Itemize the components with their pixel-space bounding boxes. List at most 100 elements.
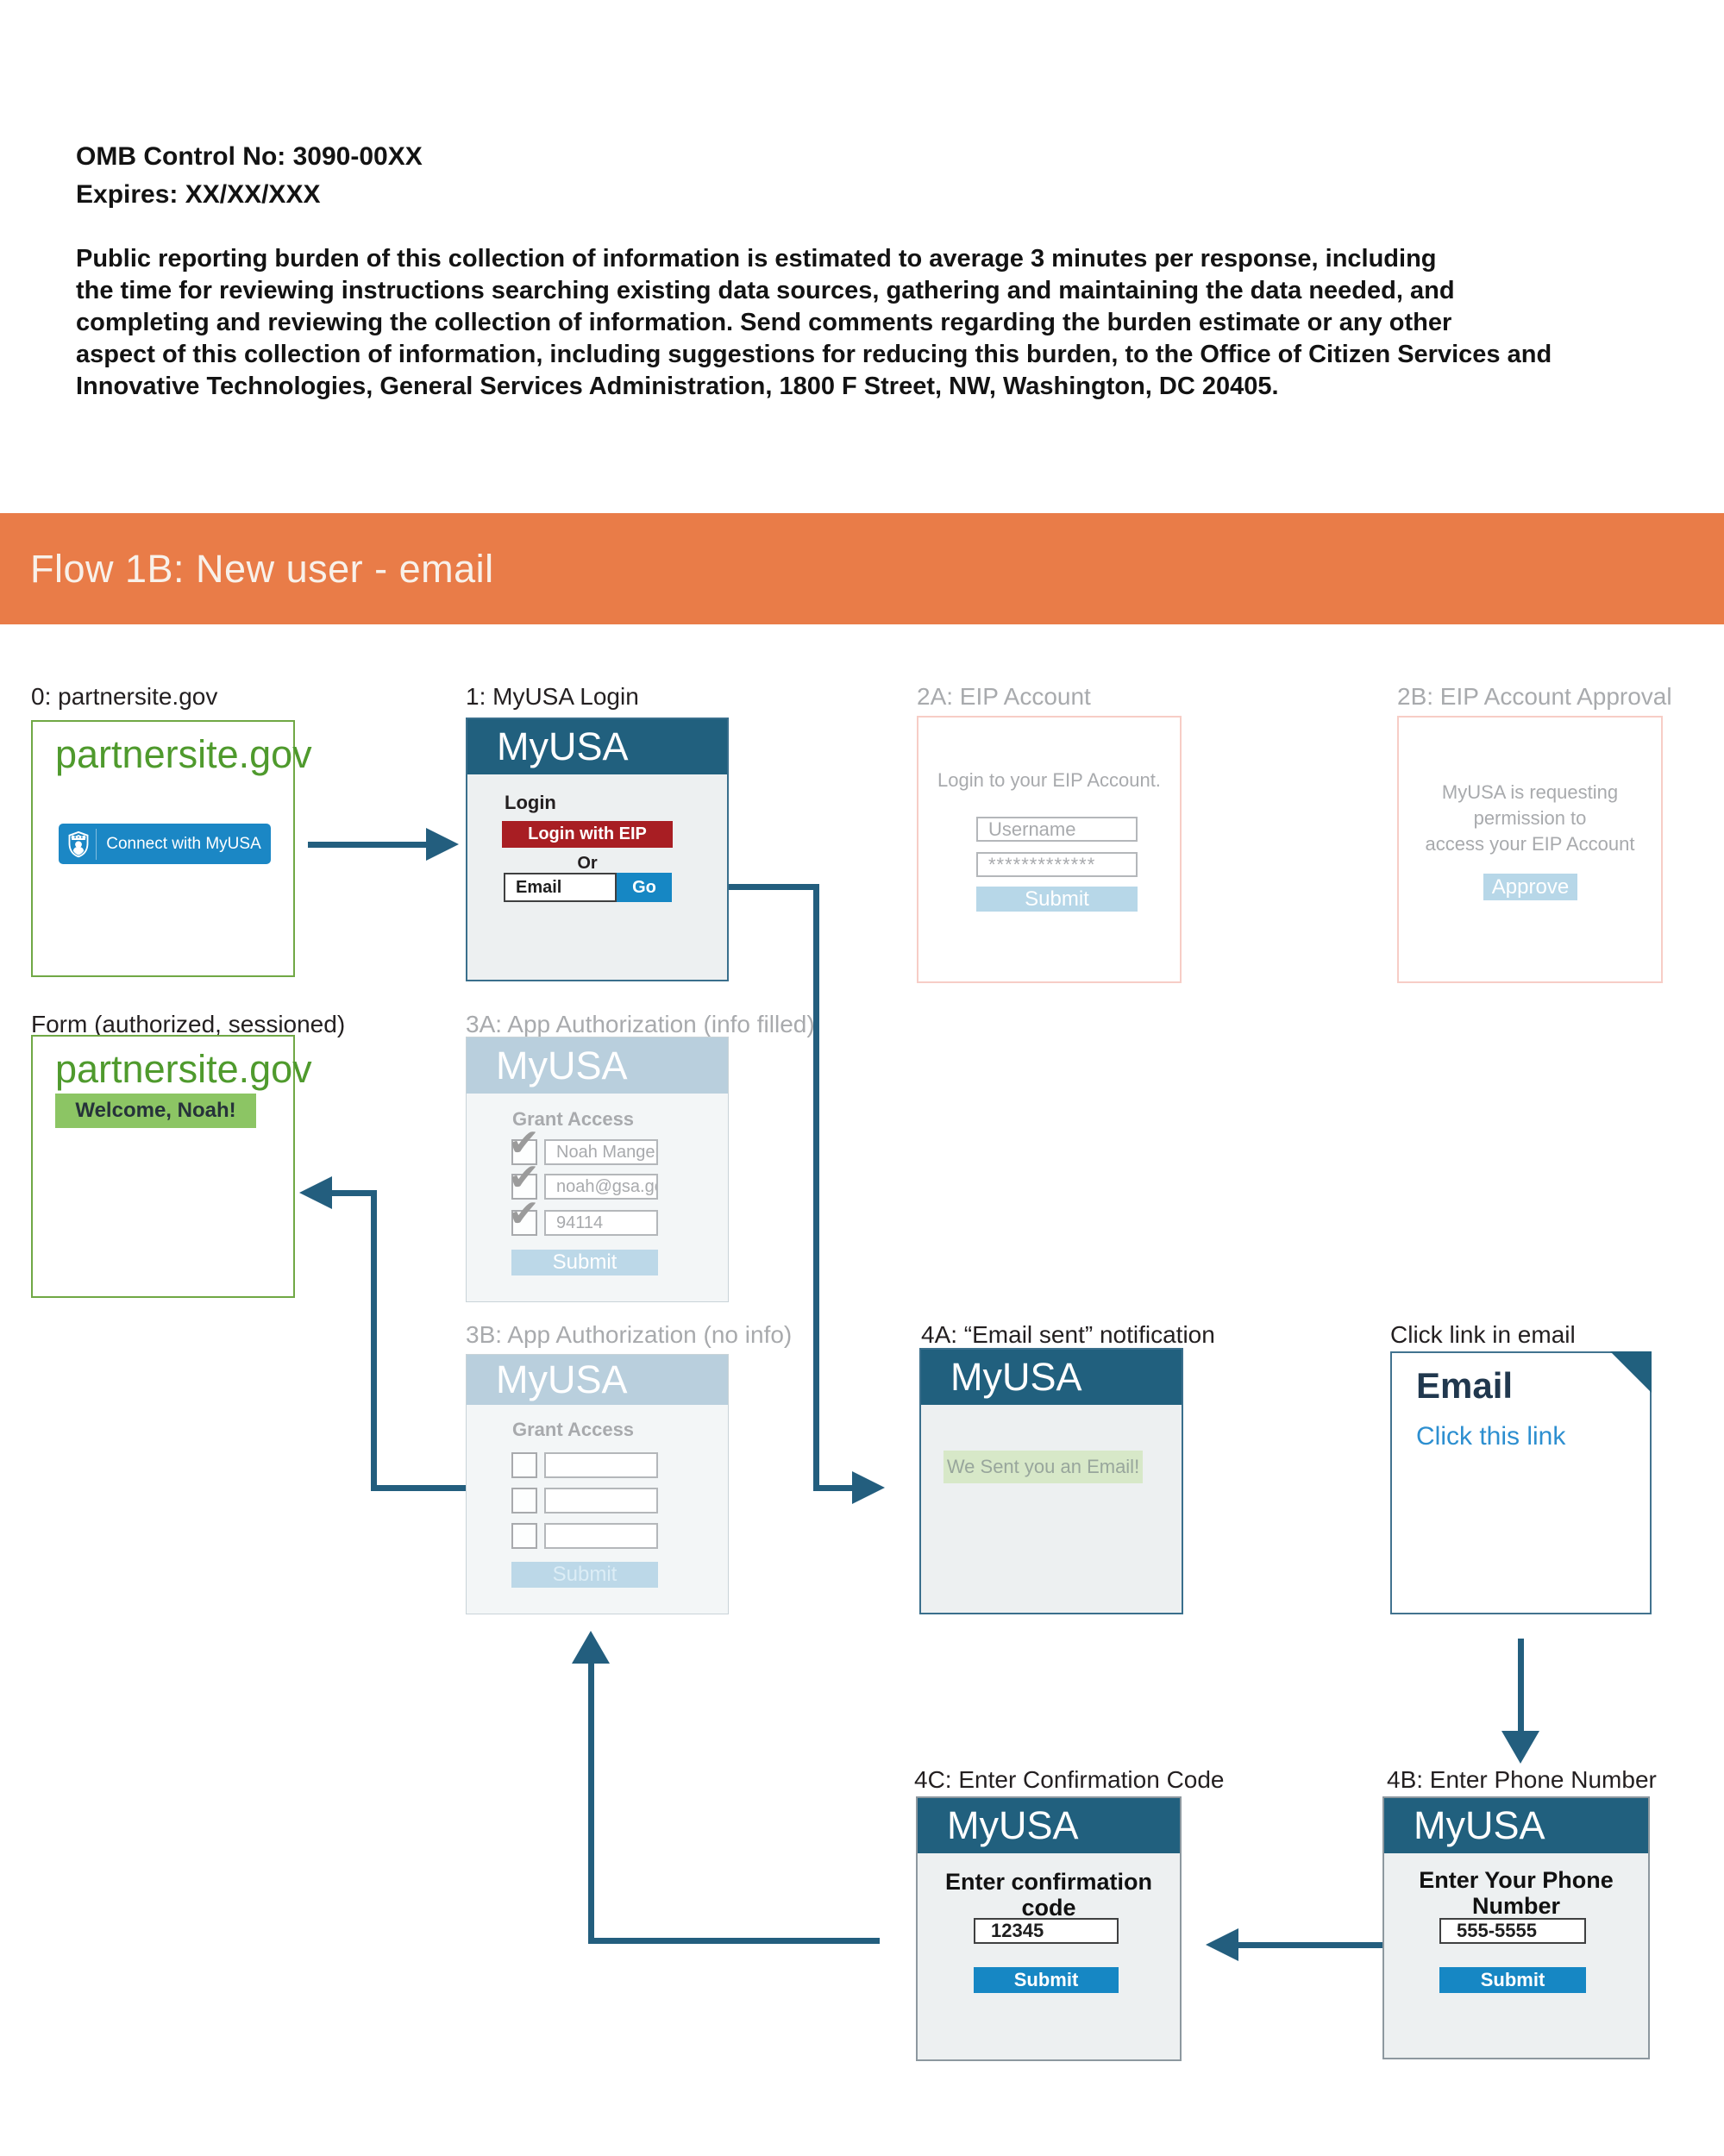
screen-form-done: partnersite.gov Welcome, Noah! <box>31 1035 312 1298</box>
label-auth-filled: 3A: App Authorization (info filled) <box>466 1011 815 1037</box>
screen-confirm-code: MyUSA Enter confirmation code Submit <box>916 1796 1182 2061</box>
name-checkbox[interactable] <box>511 1452 537 1478</box>
welcome-banner: Welcome, Noah! <box>55 1094 256 1128</box>
approval-prompt-line: MyUSA is requesting permission to <box>1441 781 1619 829</box>
myusa-header: MyUSA <box>467 719 727 774</box>
password-input[interactable] <box>976 852 1138 877</box>
zip-field[interactable] <box>544 1523 658 1549</box>
screen-eip-account: Login to your EIP Account. Submit <box>917 716 1182 983</box>
label-email-message: Click link in email <box>1390 1321 1576 1348</box>
name-field[interactable] <box>544 1139 658 1165</box>
username-input[interactable] <box>976 817 1138 842</box>
eip-submit-button[interactable]: Submit <box>976 887 1138 912</box>
email-field[interactable] <box>544 1488 658 1514</box>
arrowhead-up-icon <box>572 1631 610 1664</box>
email-input[interactable] <box>504 873 617 902</box>
burden-line: Public reporting burden of this collecti… <box>76 245 1437 273</box>
phone-input[interactable] <box>1439 1918 1586 1944</box>
email-title: Email <box>1416 1365 1514 1406</box>
screen-email-message: Email Click this link <box>1390 1351 1652 1614</box>
app-title: MyUSA <box>947 1803 1079 1847</box>
burden-line: aspect of this collection of information… <box>76 341 1552 368</box>
flow-title: Flow 1B: New user - email <box>30 546 494 591</box>
myusa-header-faded: MyUSA <box>467 1037 728 1094</box>
zip-field[interactable] <box>544 1210 658 1236</box>
partnersite-title: partnersite.gov <box>55 732 312 776</box>
folded-corner-icon <box>1610 1351 1652 1393</box>
checkmark-icon: ✔ <box>508 1193 540 1235</box>
email-checkbox[interactable] <box>511 1174 537 1200</box>
screen-auth-filled: MyUSA Grant Access ✔ ✔ ✔ Submit <box>466 1037 729 1302</box>
screen-partnersite: partnersite.gov Connect with MyUSA <box>31 720 312 977</box>
app-title: MyUSA <box>950 1355 1082 1399</box>
label-partnersite: 0: partnersite.gov <box>31 683 218 710</box>
confirmation-code-input[interactable] <box>974 1918 1119 1944</box>
myusa-header: MyUSA <box>921 1350 1182 1405</box>
label-eip-account: 2A: EIP Account <box>917 683 1091 710</box>
label-eip-approval: 2B: EIP Account Approval <box>1397 683 1672 710</box>
myusa-header-faded: MyUSA <box>467 1355 728 1405</box>
approval-prompt: MyUSA is requesting permission to access… <box>1399 780 1661 857</box>
screen-eip-approval: MyUSA is requesting permission to access… <box>1397 716 1663 983</box>
burden-line: the time for reviewing instructions sear… <box>76 277 1455 304</box>
grant-submit-button-disabled[interactable]: Submit <box>511 1562 658 1588</box>
app-title: MyUSA <box>496 1357 628 1401</box>
grant-submit-button[interactable]: Submit <box>511 1250 658 1275</box>
partnersite-title: partnersite.gov <box>55 1047 312 1091</box>
email-sent-banner: We Sent you an Email! <box>943 1451 1143 1483</box>
phone-submit-button[interactable]: Submit <box>1439 1967 1586 1993</box>
login-heading: Login <box>505 792 556 813</box>
zip-checkbox[interactable] <box>511 1523 537 1549</box>
arrowhead-down-icon <box>1501 1731 1539 1764</box>
arrowhead-right-icon <box>426 828 459 861</box>
checkmark-icon: ✔ <box>508 1122 540 1164</box>
phone-prompt: Enter Your Phone Number <box>1419 1867 1614 1919</box>
app-title: MyUSA <box>496 1043 628 1087</box>
eip-login-prompt: Login to your EIP Account. <box>937 769 1161 791</box>
code-submit-button[interactable]: Submit <box>974 1967 1119 1993</box>
app-title: MyUSA <box>1414 1803 1545 1847</box>
screen-myusa-login: MyUSA Login Login with EIP Or Go <box>466 718 729 981</box>
arrowhead-right-icon <box>852 1471 885 1504</box>
myusa-shield-icon <box>66 830 91 858</box>
grant-access-heading: Grant Access <box>512 1108 635 1130</box>
screen-phone-number: MyUSA Enter Your Phone Number Submit <box>1382 1796 1650 2059</box>
label-auth-empty: 3B: App Authorization (no info) <box>466 1321 793 1348</box>
arrowhead-left-icon <box>1206 1928 1238 1961</box>
login-with-eip-button[interactable]: Login with EIP <box>502 821 673 848</box>
approve-button[interactable]: Approve <box>1483 874 1577 900</box>
connect-with-myusa-button[interactable]: Connect with MyUSA <box>59 824 271 864</box>
omb-expires-line: Expires: XX/XX/XXX <box>76 180 321 209</box>
or-text: Or <box>577 854 598 873</box>
email-link[interactable]: Click this link <box>1416 1422 1566 1451</box>
label-form-done: Form (authorized, sessioned) <box>31 1011 346 1037</box>
name-field[interactable] <box>544 1452 658 1478</box>
burden-statement: Public reporting burden of this collecti… <box>76 243 1552 403</box>
grant-access-heading: Grant Access <box>512 1419 635 1440</box>
burden-line: completing and reviewing the collection … <box>76 309 1452 336</box>
confirm-code-prompt: Enter confirmation code <box>944 1869 1153 1921</box>
app-title: MyUSA <box>497 724 629 768</box>
connect-button-label: Connect with MyUSA <box>106 834 261 853</box>
flow-title-banner: Flow 1B: New user - email <box>0 513 1724 624</box>
screen-email-sent: MyUSA We Sent you an Email! <box>919 1348 1183 1614</box>
checkmark-icon: ✔ <box>508 1156 540 1199</box>
label-phone-number: 4B: Enter Phone Number <box>1387 1766 1657 1793</box>
arrowhead-left-icon <box>299 1176 332 1209</box>
name-checkbox[interactable] <box>511 1139 537 1165</box>
button-divider <box>96 828 97 860</box>
burden-line: Innovative Technologies, General Service… <box>76 373 1279 400</box>
myusa-header: MyUSA <box>918 1798 1180 1853</box>
go-button[interactable]: Go <box>617 873 672 902</box>
omb-control-line: OMB Control No: 3090-00XX <box>76 142 423 171</box>
myusa-header: MyUSA <box>1384 1798 1648 1853</box>
email-checkbox[interactable] <box>511 1488 537 1514</box>
label-myusa-login: 1: MyUSA Login <box>466 683 639 710</box>
email-field[interactable] <box>544 1174 658 1200</box>
screen-auth-empty: MyUSA Grant Access Submit <box>466 1354 729 1614</box>
zip-checkbox[interactable] <box>511 1210 537 1236</box>
approval-prompt-line: access your EIP Account <box>1425 833 1635 855</box>
label-confirm-code: 4C: Enter Confirmation Code <box>914 1766 1225 1793</box>
omb-control-block: OMB Control No: 3090-00XX Expires: XX/XX… <box>76 138 423 214</box>
